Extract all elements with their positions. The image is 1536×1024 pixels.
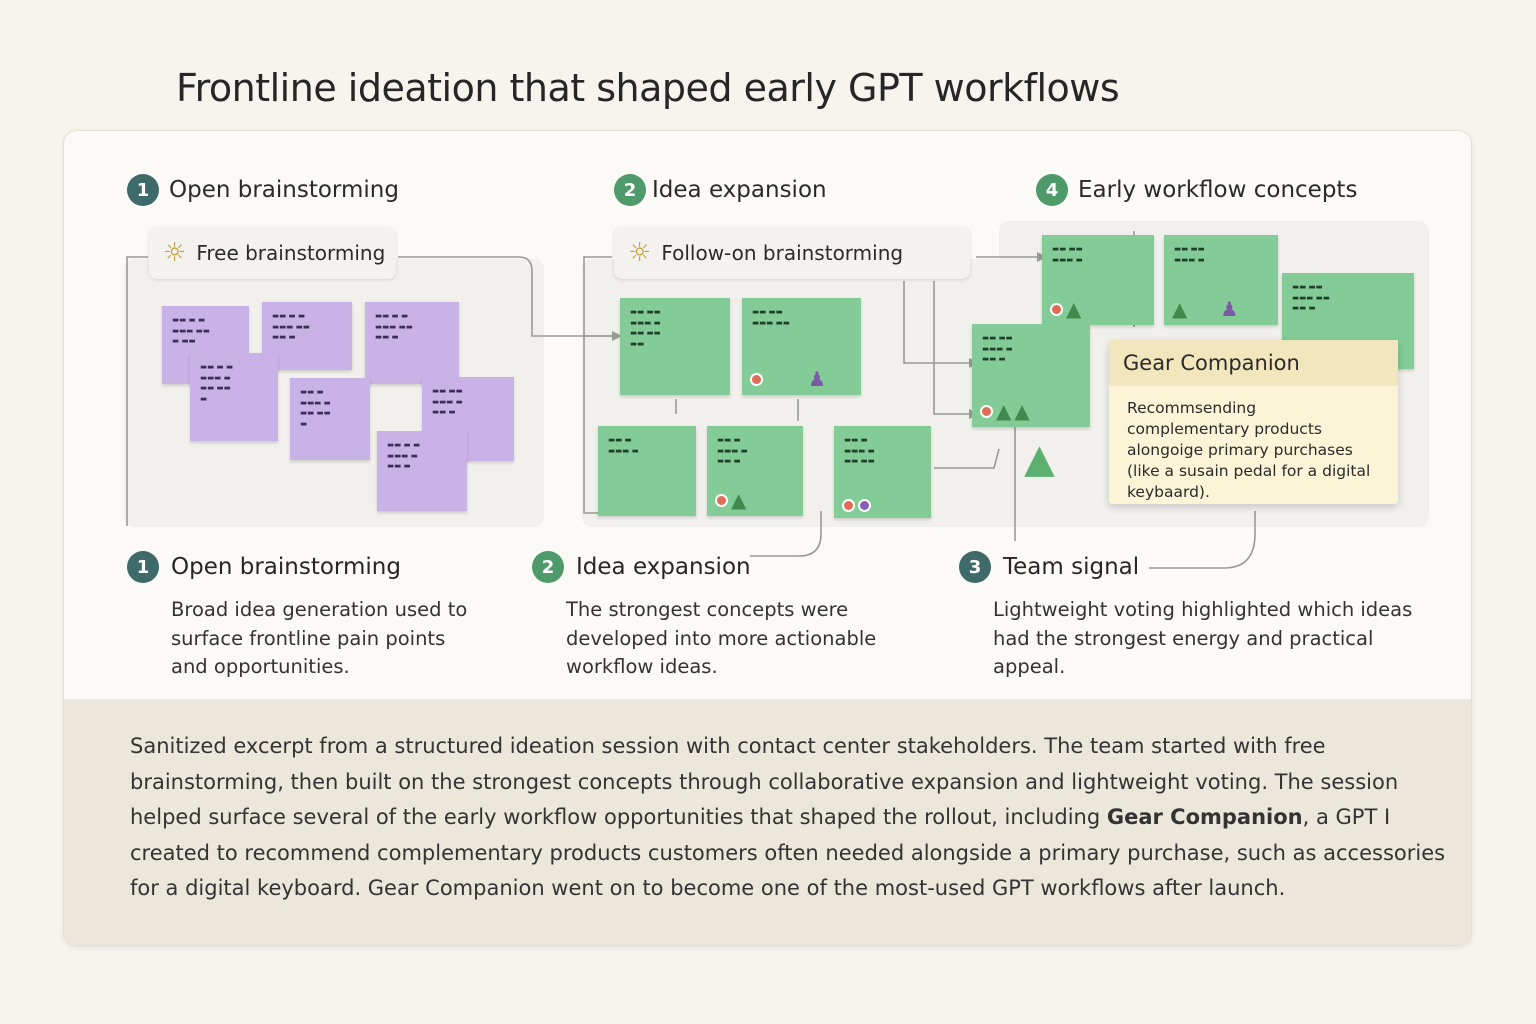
vote-marks: ▲ bbox=[715, 490, 746, 510]
page-title: Frontline ideation that shaped early GPT… bbox=[176, 66, 1120, 110]
sticky-note: ▬▬ ▬▬▬▬▬ ▬ ▲ bbox=[1042, 235, 1154, 325]
label-idea-expansion: 2 Idea expansion bbox=[532, 551, 751, 583]
gear-companion-title: Gear Companion bbox=[1109, 340, 1398, 386]
connector-lines bbox=[126, 231, 1373, 569]
sticky-note: ▬▬ ▬▬▬▬ ▬▬▬ ▬ ▲ bbox=[707, 426, 803, 516]
section-header-idea-expansion: 2 Idea expansion bbox=[614, 174, 827, 206]
lightbulb-icon: ☼ bbox=[628, 238, 652, 268]
step-badge: 1 bbox=[127, 551, 159, 583]
label-team-signal-body: Lightweight voting highlighted which ide… bbox=[993, 598, 1413, 678]
vote-marks: ♟ bbox=[750, 369, 826, 389]
vote-marks: ▲ bbox=[1050, 299, 1081, 319]
step-badge: 4 bbox=[1036, 174, 1068, 206]
section-header-open-brainstorming: 1 Open brainstorming bbox=[127, 174, 399, 206]
sticky-note: ▬▬ ▬▬▬▬ ▬▬▬ ▬▬ bbox=[834, 426, 931, 518]
thumbs-up-icon: ▲ bbox=[1066, 297, 1082, 321]
label-idea-expansion-body: The strongest concepts were developed in… bbox=[566, 598, 877, 678]
pill-label: Free brainstorming bbox=[196, 241, 386, 265]
sticky-note: ▬▬ ▬▬▬▬▬ ▬▬▬ ▬ ▲▲ bbox=[972, 324, 1090, 427]
free-brainstorming-pill: ☼ Free brainstorming bbox=[149, 227, 396, 279]
footer-description: Sanitized excerpt from a structured idea… bbox=[130, 729, 1465, 907]
diagram-card: 1 Open brainstorming 2 Idea expansion 4 … bbox=[63, 130, 1472, 946]
thumbs-up-icon: ▲ bbox=[1024, 436, 1055, 482]
thumbs-up-icon: ▲ bbox=[996, 399, 1012, 423]
section-label: Open brainstorming bbox=[169, 177, 399, 203]
step-badge: 2 bbox=[614, 174, 646, 206]
section-header-early-workflow-concepts: 4 Early workflow concepts bbox=[1036, 174, 1357, 206]
footer-text-part: , a GPT I created to recommend complemen… bbox=[130, 805, 1446, 900]
vote-marks: ▲▲ bbox=[980, 401, 1030, 421]
label-open-brainstorming-body: Broad idea generation used to surface fr… bbox=[171, 598, 468, 678]
sticky-note: ▬▬ ▬ ▬▬▬▬ ▬▬▬ ▬▬▬ bbox=[190, 353, 278, 441]
label-title-text: Idea expansion bbox=[576, 554, 751, 580]
pill-label: Follow-on brainstorming bbox=[661, 241, 904, 265]
sticky-note: ▬▬ ▬ ▬▬▬▬ ▬▬▬▬ ▬ bbox=[365, 302, 459, 384]
person-icon: ♟ bbox=[808, 367, 826, 391]
sticky-note: ▬▬ ▬▬▬▬ ▬ bbox=[598, 426, 696, 516]
voting-dot-icon bbox=[750, 372, 763, 386]
step-badge: 3 bbox=[959, 551, 991, 583]
thumbs-up-icon: ▲ bbox=[1172, 297, 1188, 321]
voting-dot-icon bbox=[715, 493, 728, 507]
section-label: Idea expansion bbox=[652, 177, 827, 203]
sticky-note: ▬▬ ▬ ▬▬▬▬ ▬▬▬ ▬ bbox=[377, 431, 467, 511]
footer-bold: Gear Companion bbox=[1106, 805, 1303, 829]
thumbs-up-icon: ▲ bbox=[1014, 399, 1030, 423]
vote-marks: ▲♟ bbox=[1172, 299, 1238, 319]
sticky-note: ▬▬ ▬▬▬▬▬ ▬▬ ♟ bbox=[742, 298, 861, 395]
step-badge: 2 bbox=[532, 551, 564, 583]
lightbulb-icon: ☼ bbox=[163, 238, 187, 268]
footer-text-part: Sanitized excerpt from a structured idea… bbox=[130, 734, 1399, 829]
follow-on-brainstorming-pill: ☼ Follow-on brainstorming bbox=[614, 227, 970, 279]
thumbs-up-icon: ▲ bbox=[731, 488, 747, 512]
person-icon: ♟ bbox=[1220, 297, 1239, 321]
voting-dot-icon bbox=[980, 404, 993, 418]
gear-companion-card: Gear Companion Recommsending complementa… bbox=[1109, 340, 1398, 504]
voting-dot-icon bbox=[842, 499, 855, 512]
label-team-signal: 3 Team signal bbox=[959, 551, 1139, 583]
gear-companion-description: Recommsending complementary products alo… bbox=[1127, 399, 1371, 501]
label-title-text: Team signal bbox=[1003, 554, 1140, 580]
sticky-note: ▬▬ ▬▬▬▬▬ ▬ ▲♟ bbox=[1164, 235, 1278, 325]
voting-dot-icon bbox=[858, 499, 871, 512]
sticky-note: ▬▬ ▬▬▬▬▬ ▬▬▬ ▬▬▬▬ bbox=[620, 298, 730, 395]
label-open-brainstorming: 1 Open brainstorming bbox=[127, 551, 401, 583]
sticky-note: ▬▬ ▬▬▬▬ ▬▬▬ ▬▬▬ bbox=[290, 378, 370, 460]
label-title-text: Open brainstorming bbox=[171, 554, 401, 580]
footer-panel: Sanitized excerpt from a structured idea… bbox=[64, 699, 1471, 945]
section-label: Early workflow concepts bbox=[1078, 177, 1358, 203]
step-badge: 1 bbox=[127, 174, 159, 206]
vote-marks bbox=[842, 499, 871, 512]
voting-dot-icon bbox=[1050, 302, 1063, 316]
